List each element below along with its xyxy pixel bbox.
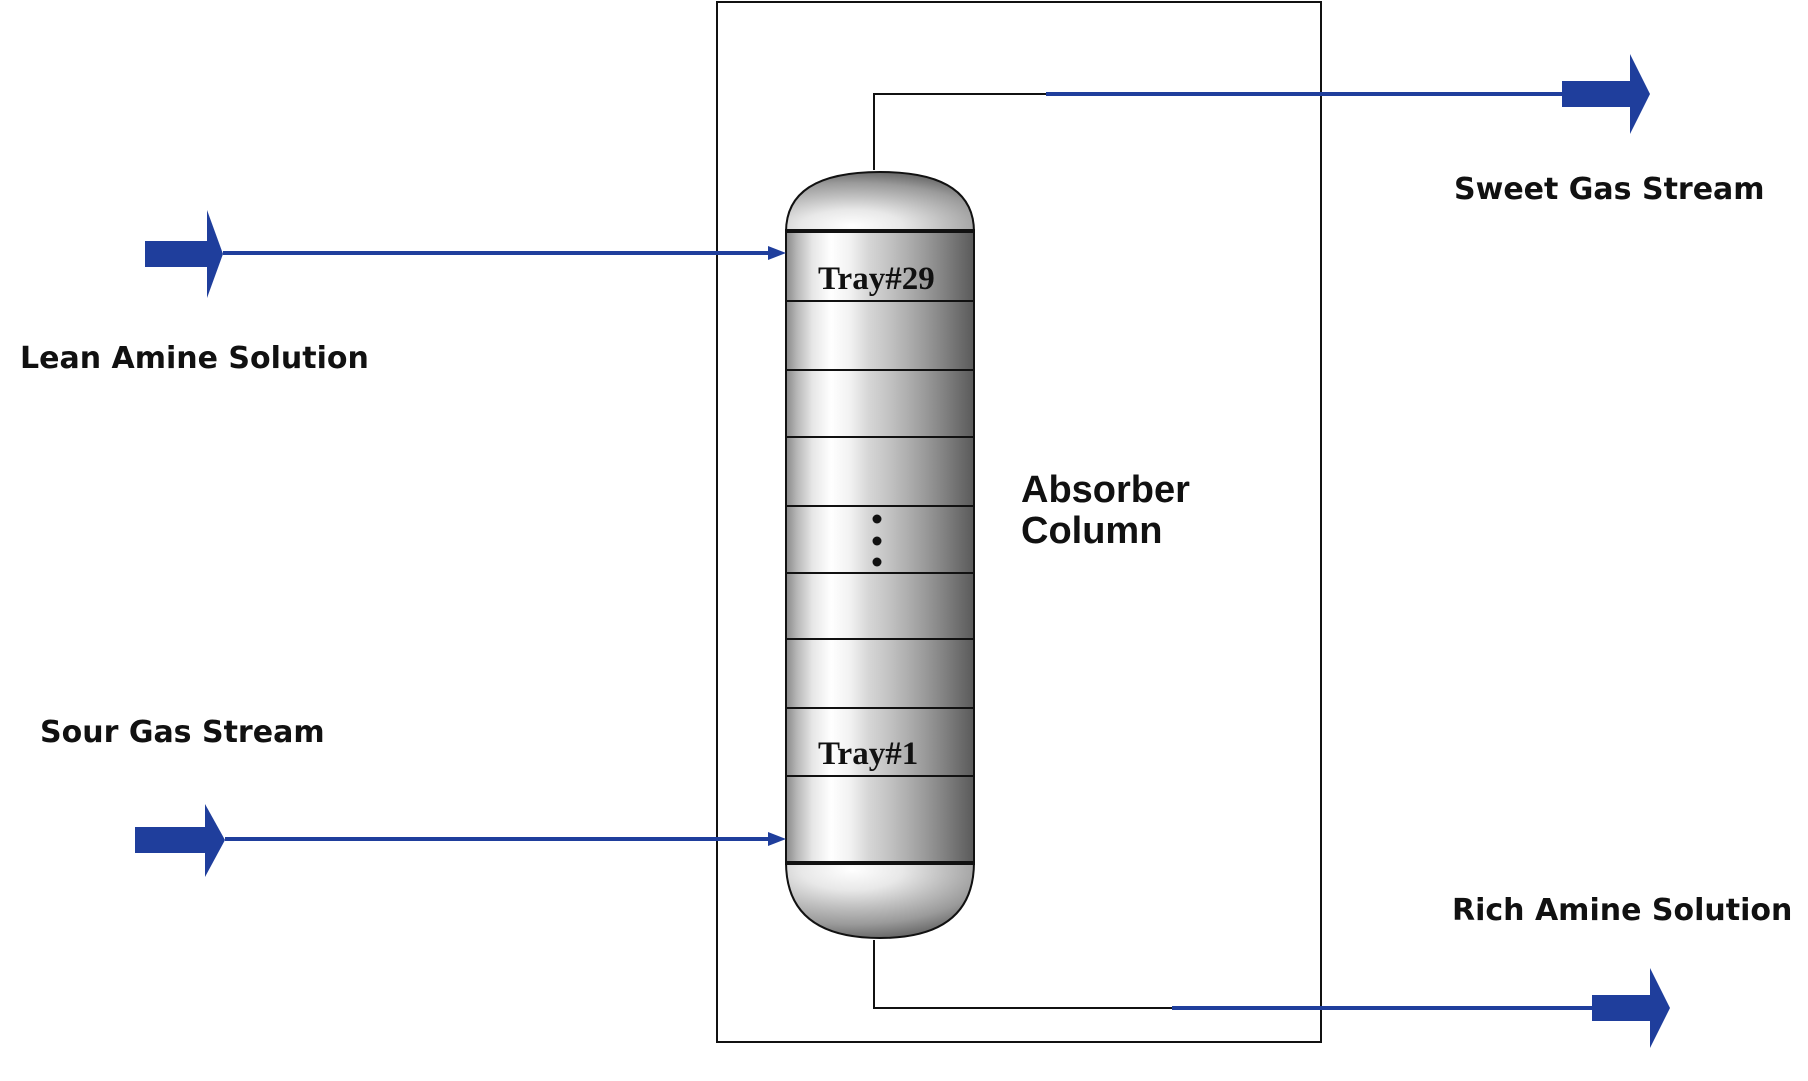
sour-gas-inlet-stream: [135, 804, 786, 877]
rich-amine-label: Rich Amine Solution: [1452, 893, 1792, 928]
column-label-line2: Column: [1021, 510, 1162, 552]
tray-ellipsis-dots: [872, 514, 882, 567]
tray-1-label: Tray#1: [818, 736, 918, 772]
sweet-gas-outlet-stream: [1046, 54, 1650, 134]
vessel-top-cap: [784, 170, 976, 233]
lean-amine-inlet-stream: [145, 210, 786, 298]
sour-gas-label: Sour Gas Stream: [40, 715, 325, 750]
vessel-shell: [785, 229, 975, 865]
sweet-gas-label: Sweet Gas Stream: [1454, 172, 1765, 207]
column-label-line1: Absorber: [1021, 469, 1190, 511]
bottoms-pipe: [873, 940, 1172, 1009]
lean-amine-label: Lean Amine Solution: [20, 341, 369, 376]
column-boundary-box: [716, 1, 1322, 1043]
rich-amine-outlet-stream: [1172, 968, 1670, 1048]
absorber-vessel: [784, 170, 976, 940]
overhead-pipe: [873, 93, 1046, 170]
vessel-bottom-cap: [784, 861, 976, 940]
tray-29-label: Tray#29: [818, 261, 935, 297]
